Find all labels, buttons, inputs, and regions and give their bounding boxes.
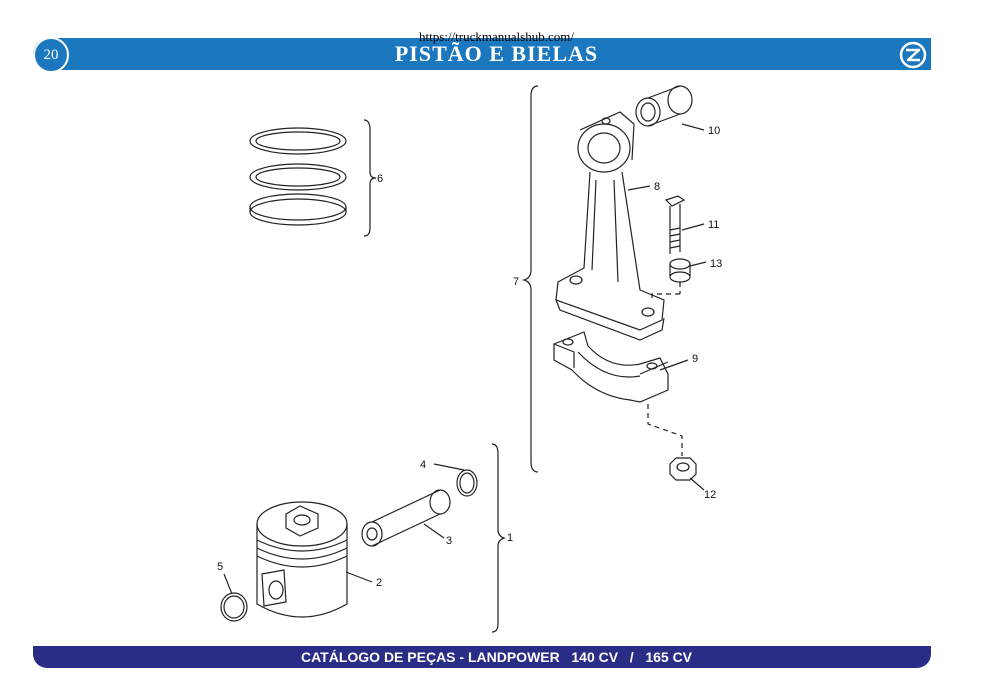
snap-ring-4-drawing <box>456 469 478 497</box>
callout-8: 8 <box>654 181 660 193</box>
footer-caption: CATÁLOGO DE PEÇAS - LANDPOWER 140 CV / 1… <box>300 649 693 665</box>
assembly-line <box>651 282 681 302</box>
callout-12: 12 <box>704 489 716 501</box>
footer-bar <box>33 646 931 668</box>
piston-rings-drawing <box>249 127 347 226</box>
nut-drawing <box>669 258 691 283</box>
bushing-drawing <box>635 85 693 127</box>
brace-7 <box>521 85 539 473</box>
callout-9: 9 <box>692 353 698 365</box>
nut-12-drawing <box>669 457 697 481</box>
brace-1 <box>491 443 506 633</box>
callout-1: 1 <box>507 532 513 544</box>
source-url[interactable]: https://truckmanualshub.com/ <box>419 29 574 44</box>
piston-drawing <box>256 501 348 618</box>
brace-6 <box>363 119 377 237</box>
page-number-badge: 20 <box>33 37 69 73</box>
brand-logo-icon <box>899 41 927 69</box>
bolt-drawing <box>664 195 686 254</box>
header-bar <box>33 38 931 70</box>
callout-4: 4 <box>420 459 426 471</box>
rod-cap-drawing <box>553 331 669 403</box>
callout-3: 3 <box>446 535 452 547</box>
callout-6: 6 <box>377 173 383 185</box>
callout-11: 11 <box>708 219 719 231</box>
callout-10: 10 <box>708 125 720 137</box>
snap-ring-5-drawing <box>220 592 248 622</box>
piston-pin-drawing <box>361 489 451 547</box>
page-title: PISTÃO E BIELAS <box>394 41 599 66</box>
callout-13: 13 <box>710 258 722 270</box>
connecting-rod-drawing <box>555 111 665 341</box>
callout-5: 5 <box>217 561 223 573</box>
callout-7: 7 <box>513 276 519 288</box>
callout-2: 2 <box>376 577 382 589</box>
